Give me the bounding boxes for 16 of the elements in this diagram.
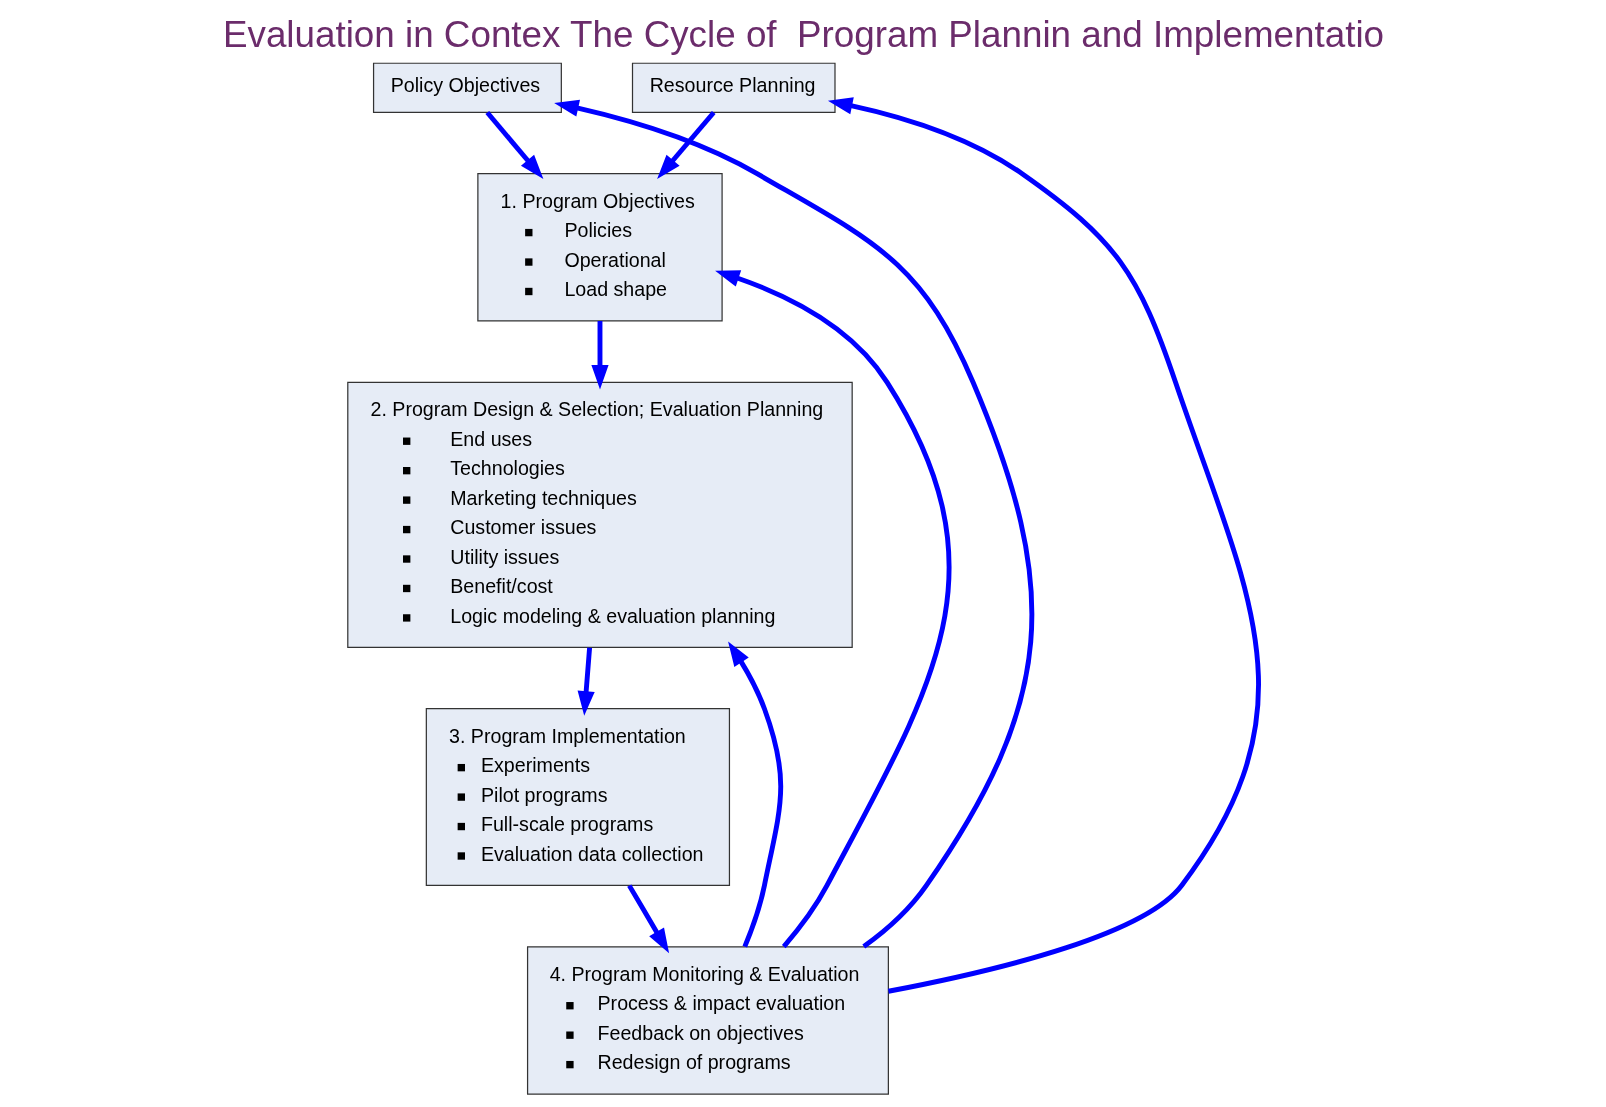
arrow — [626, 884, 669, 954]
arrow — [727, 641, 783, 948]
node-box: 1. Program Objectives Policies Operational Load shape — [476, 173, 723, 322]
arrow — [827, 97, 1261, 994]
arrow — [714, 270, 951, 949]
arrow — [590, 320, 609, 390]
arrow — [553, 99, 1034, 949]
arrow — [577, 647, 595, 716]
node-box: 4. Program Monitoring & Evaluation Process & impact evaluation Feedback on objectives Redesign of programs — [526, 946, 889, 1095]
node-box: Resource Planning — [631, 62, 836, 113]
arrow — [656, 110, 716, 180]
arrow — [484, 110, 543, 180]
node-box: 2. Program Design & Selection; Evaluation Planning End uses Technologies Marketing techniques Customer issues Utility issues Benefit/cost Logic modeling & evaluation planning — [346, 381, 853, 648]
diagram-title: Evaluation in Contex The Cycle of Program Plannin and Implementatio — [222, 14, 1384, 56]
node-box: Policy Objectives — [372, 62, 562, 113]
node-box: 3. Program Implementation Experiments Pilot programs Full-scale programs Evaluation data collection — [425, 708, 730, 887]
